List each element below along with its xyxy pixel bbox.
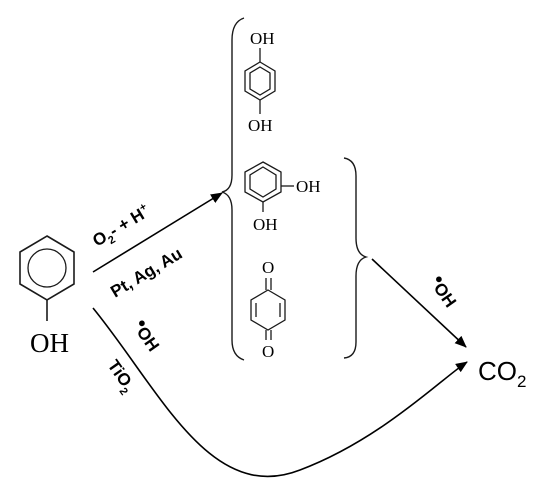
hydroquinone-oh-bottom: OH	[248, 116, 273, 135]
upper-reagent-label: O2- + H+	[89, 201, 155, 254]
catechol-structure: OH OH	[244, 161, 321, 234]
co2-product-label: CO2	[478, 356, 526, 391]
phenol-oh-label: OH	[30, 328, 69, 358]
svg-text:Pt, Ag, Au: Pt, Ag, Au	[107, 244, 185, 301]
upper-pathway-arrow	[92, 192, 223, 273]
intermediates-brace	[221, 17, 245, 361]
hydroquinone-oh-top: OH	[250, 29, 275, 48]
catechol-oh-bottom: OH	[253, 215, 278, 234]
phenol-structure: OH	[19, 235, 75, 358]
final-step-arrow	[371, 258, 467, 348]
lower-pathway-arrow	[92, 307, 468, 478]
benzoquinone-o-bottom: O	[262, 342, 274, 361]
product-group-brace	[343, 157, 369, 359]
final-radical-label: •OH	[426, 271, 464, 311]
svg-text:•OH: •OH	[129, 315, 167, 355]
svg-text:O2- + H+: O2- + H+	[89, 201, 155, 254]
hydroquinone-structure: OH OH	[244, 29, 276, 135]
benzoquinone-o-top: O	[262, 258, 274, 277]
svg-text:•OH: •OH	[426, 271, 464, 311]
upper-catalyst-label: Pt, Ag, Au	[107, 244, 185, 301]
benzoquinone-structure: O O	[250, 258, 286, 361]
catechol-oh-right: OH	[296, 177, 321, 196]
lower-radical-label: •OH	[129, 315, 167, 355]
